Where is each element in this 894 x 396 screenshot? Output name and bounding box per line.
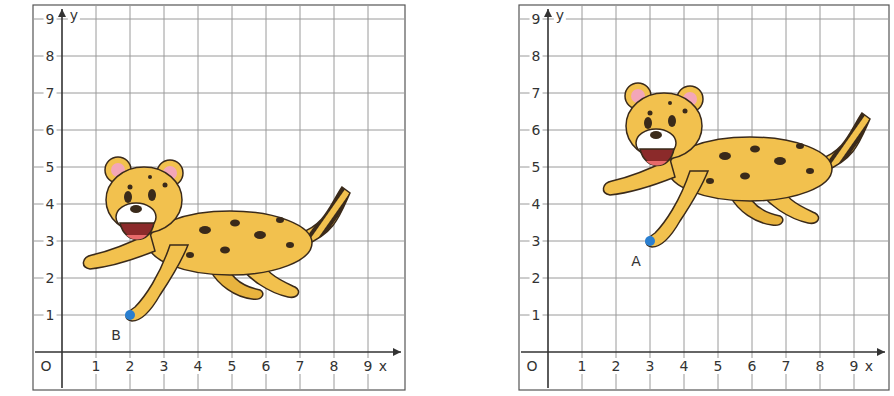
- point-dot: [645, 236, 655, 246]
- axis-number: 8: [530, 48, 543, 64]
- grid-line: [854, 5, 855, 390]
- grid-line: [198, 5, 199, 390]
- axis-arrow: [544, 9, 552, 17]
- y-axis: [61, 9, 63, 388]
- axis-name: y: [554, 7, 566, 23]
- axis-name: y: [68, 7, 80, 23]
- grid-line: [519, 278, 889, 279]
- axis-number: 1: [44, 307, 57, 323]
- axis-number: 5: [712, 358, 725, 374]
- grid-line: [33, 56, 405, 57]
- point-label: A: [629, 253, 643, 269]
- axis-number: 2: [44, 270, 57, 286]
- origin-label: O: [524, 358, 539, 374]
- axis-number: 4: [678, 358, 691, 374]
- grid-line: [519, 130, 889, 131]
- panel-border: [519, 5, 889, 390]
- axis-number: 2: [124, 358, 137, 374]
- axis-number: 6: [260, 358, 273, 374]
- axis-number: 1: [90, 358, 103, 374]
- axis-number: 6: [44, 122, 57, 138]
- grid-line: [519, 56, 889, 57]
- axis-number: 8: [44, 48, 57, 64]
- grid-line: [33, 204, 405, 205]
- axis-number: 3: [158, 358, 171, 374]
- axis-number: 4: [530, 196, 543, 212]
- axis-number: 3: [530, 233, 543, 249]
- axis-number: 9: [44, 11, 57, 27]
- grid-line: [33, 130, 405, 131]
- x-axis: [35, 351, 401, 353]
- axis-name: x: [863, 358, 875, 374]
- grid-line: [300, 5, 301, 390]
- grid-line: [33, 315, 405, 316]
- x-axis: [521, 351, 885, 353]
- grid-line: [519, 241, 889, 242]
- axis-number: 7: [780, 358, 793, 374]
- grid-line: [232, 5, 233, 390]
- grid-line: [519, 204, 889, 205]
- axis-number: 1: [530, 307, 543, 323]
- cheetah-picture: [603, 83, 870, 247]
- axis-arrow: [393, 348, 401, 356]
- cheetah-picture: [83, 157, 350, 321]
- y-axis: [547, 9, 549, 388]
- grid-line: [96, 5, 97, 390]
- axis-number: 5: [530, 159, 543, 175]
- axis-number: 4: [44, 196, 57, 212]
- grid-line: [33, 19, 405, 20]
- axis-number: 8: [814, 358, 827, 374]
- axis-arrow: [877, 348, 885, 356]
- grid-line: [519, 315, 889, 316]
- grid-line: [582, 5, 583, 390]
- axis-arrow: [58, 9, 66, 17]
- axis-number: 1: [576, 358, 589, 374]
- origin-label: O: [38, 358, 53, 374]
- point-label: B: [109, 327, 123, 343]
- grid-line: [368, 5, 369, 390]
- panel-border: [33, 5, 405, 390]
- grid-line: [33, 93, 405, 94]
- axis-number: 9: [362, 358, 375, 374]
- axis-name: x: [377, 358, 389, 374]
- axis-number: 3: [44, 233, 57, 249]
- grid-line: [519, 19, 889, 20]
- coordinate-grid: [33, 5, 889, 390]
- axis-number: 3: [644, 358, 657, 374]
- axis-number: 7: [294, 358, 307, 374]
- axis-number: 7: [44, 85, 57, 101]
- grid-line: [820, 5, 821, 390]
- axis-number: 8: [328, 358, 341, 374]
- axis-number: 2: [610, 358, 623, 374]
- axis-number: 4: [192, 358, 205, 374]
- axis-number: 6: [530, 122, 543, 138]
- grid-line: [616, 5, 617, 390]
- grid-line: [33, 167, 405, 168]
- grid-line: [519, 93, 889, 94]
- axis-number: 5: [226, 358, 239, 374]
- grid-line: [334, 5, 335, 390]
- axis-number: 7: [530, 85, 543, 101]
- axis-number: 9: [530, 11, 543, 27]
- axis-number: 2: [530, 270, 543, 286]
- axis-number: 5: [44, 159, 57, 175]
- grid-line: [266, 5, 267, 390]
- axis-number: 6: [746, 358, 759, 374]
- axis-number: 9: [848, 358, 861, 374]
- point-dot: [125, 310, 135, 320]
- grid-line: [650, 5, 651, 390]
